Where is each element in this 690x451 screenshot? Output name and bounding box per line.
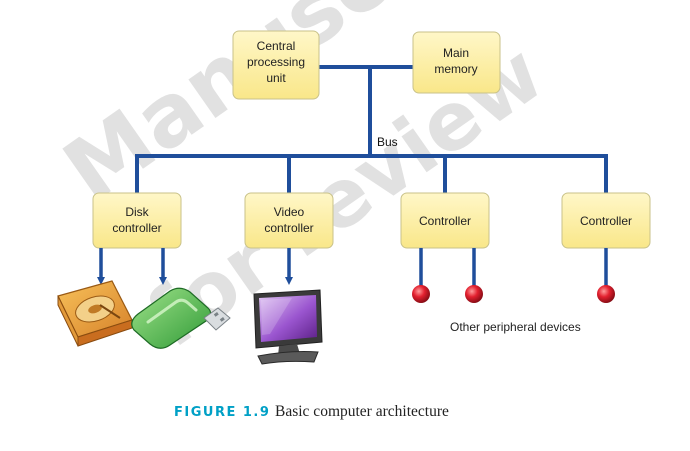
- peripheral-device-icon: [465, 285, 483, 303]
- other-peripheral-devices-label: Other peripheral devices: [450, 320, 581, 334]
- controller-1-label: Controller: [419, 214, 471, 228]
- peripheral-device-icon: [412, 285, 430, 303]
- disk-controller-label-line-2: controller: [112, 221, 161, 235]
- controller-2-label: Controller: [580, 214, 632, 228]
- figure-number: FIGURE 1.9: [174, 405, 270, 420]
- peripheral-device-icon: [597, 285, 615, 303]
- controller-box-1: Controller: [400, 192, 490, 249]
- device-arrows: [97, 248, 293, 285]
- video-controller-box: Video controller: [244, 192, 334, 249]
- peripheral-links: [419, 248, 608, 286]
- bus-label: Bus: [377, 135, 398, 149]
- system-bus: [135, 65, 608, 196]
- video-controller-label-line-2: controller: [264, 221, 313, 235]
- figure-caption: FIGURE 1.9 Basic computer architecture: [174, 403, 449, 420]
- main-memory-box: Main memory: [412, 31, 501, 94]
- monitor-icon: [253, 289, 323, 365]
- cpu-box: Central processing unit: [232, 30, 320, 100]
- disk-controller-label-line-1: Disk: [125, 205, 149, 219]
- figure-title: Basic computer architecture: [275, 403, 449, 420]
- cpu-label-line-2: processing: [247, 55, 305, 69]
- video-controller-label-line-1: Video: [274, 205, 305, 219]
- disk-controller-box: Disk controller: [92, 192, 182, 249]
- cpu-label-line-3: unit: [266, 71, 286, 85]
- usb-drive-icon: [131, 287, 231, 349]
- hard-drive-icon: [57, 280, 133, 347]
- memory-label-line-2: memory: [434, 62, 477, 76]
- cpu-label-line-1: Central: [257, 39, 296, 53]
- memory-label-line-1: Main: [443, 46, 469, 60]
- controller-box-2: Controller: [561, 192, 651, 249]
